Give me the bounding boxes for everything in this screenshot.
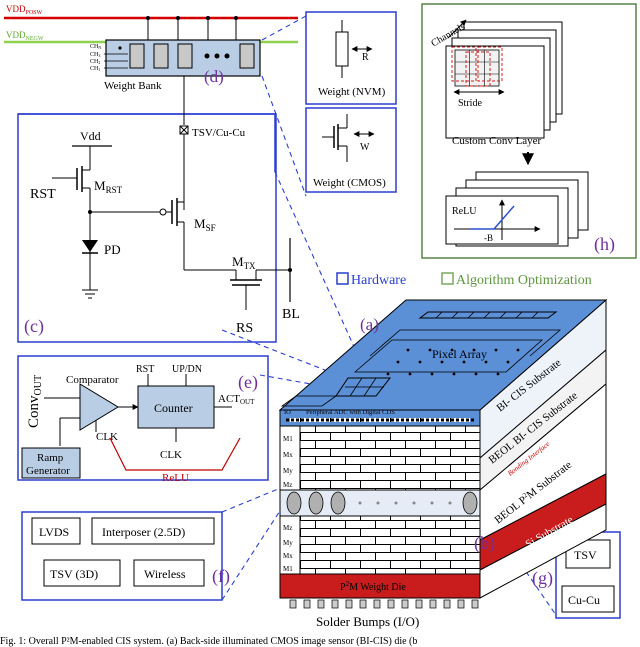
weight-cell [129, 43, 145, 69]
tag-e: (e) [238, 372, 258, 393]
lvds-label: LVDS [39, 525, 69, 539]
cmos-label: Weight (CMOS) [313, 177, 386, 189]
legend-algorithm: Algorithm Optimization [456, 273, 592, 288]
solder-bumps [289, 599, 479, 609]
pixel-dots [386, 348, 520, 376]
vdd-posw-label: VDDPOSW [6, 4, 43, 16]
bond-cucu-label: Cu-Cu [568, 593, 600, 607]
clk2-label: CLK [160, 449, 182, 461]
weight-nvm-box: R Weight (NVM) [305, 11, 397, 105]
tag-f: (f) [212, 566, 230, 587]
tsv-label: TSV/Cu-Cu [192, 127, 246, 139]
neg-b-label: -B [484, 233, 493, 243]
figure-caption: Fig. 1: Overall P²M-enabled CIS system. … [0, 636, 417, 647]
power-rails: VDDPOSW VDDNEGW [4, 4, 298, 44]
solder-label: Solder Bumps (I/O) [316, 614, 419, 629]
metal-label-bottom: Mx [283, 552, 293, 560]
tag-a: (a) [360, 315, 379, 334]
channel-label: CHN [90, 44, 101, 50]
channel-label: CH3 [90, 52, 100, 58]
m-sf-label: MSF [194, 216, 216, 233]
metal-label-bottom: My [283, 539, 293, 547]
m-tx-label: MTX [232, 254, 256, 271]
pixel-circuit: TSV/Cu-Cu Vdd RST MRST PD MSF [17, 76, 300, 343]
clk1-label: CLK [96, 431, 118, 443]
metal-label-bottom: M1 [283, 565, 293, 573]
bond-tsv-label: TSV [574, 548, 597, 562]
legend-algorithm-swatch [441, 272, 454, 285]
wireless-label: Wireless [144, 567, 186, 581]
metal-label-bottom: Mz [283, 524, 292, 532]
legend-hardware-swatch [336, 272, 349, 285]
relu-label: ReLU [452, 206, 477, 217]
weight-bank: CHN CH3 CH2 CH1 Weight Bank (d) [90, 16, 261, 92]
interposer-label: Interposer (2.5D) [102, 525, 185, 539]
tag-b: (b) [474, 533, 495, 554]
metal-label-top: Mx [283, 451, 293, 459]
weight-cell [239, 43, 255, 69]
conv-out-label: ConvOUT [26, 375, 44, 428]
pixel-array-label: Pixel Array [432, 347, 487, 361]
interfaces-panel: LVDS Interposer (2.5D) TSV (3D) Wireless… [21, 511, 230, 601]
adc-rst-label: RST [136, 364, 154, 375]
tag-g: (g) [532, 568, 553, 589]
adc-panel: ConvOUT Comparator CLK Counter RST UP/DN… [17, 355, 269, 484]
cmos-w-label: W [360, 142, 370, 153]
chip-stack: Pixel Array (a) Peripheral ADC with Digi… [278, 298, 608, 629]
weight-cell [177, 43, 193, 69]
vdd-negw-label: VDDNEGW [6, 30, 44, 42]
beol-p2m-front [279, 515, 481, 575]
bl-label: BL [282, 307, 300, 322]
ramp-label-1: Ramp [37, 452, 64, 464]
rst-label: RST [30, 187, 56, 202]
conv-layer-panel: Channels Stride Custom Conv Layer ReLU -… [421, 3, 637, 259]
metal-label-top: M1 [283, 435, 293, 443]
metal-label-top: Mz [283, 481, 292, 489]
weight-cmos-box: W Weight (CMOS) [305, 107, 397, 193]
weight-bank-label: Weight Bank [104, 80, 162, 92]
counter-label: Counter [154, 401, 193, 415]
tag-h: (h) [594, 234, 615, 255]
conv-kernel-grid [451, 46, 503, 87]
weight-die-label: P2M Weight Die [340, 580, 406, 593]
bond-pillars [286, 491, 478, 515]
peripheral-label: Peripheral ADC with Digital CDS [306, 409, 395, 416]
io-label: IO [284, 409, 291, 416]
weight-die-front [279, 573, 481, 599]
nvm-r-label: R [362, 52, 369, 63]
ramp-label-2: Generator [26, 465, 70, 477]
beol-bi-cis-front [279, 425, 481, 491]
pd-label: PD [104, 242, 121, 257]
metal-label-top: My [283, 467, 293, 475]
channel-label: CH2 [90, 59, 100, 65]
conv-layer-title: Custom Conv Layer [452, 135, 542, 147]
legend-hardware: Hardware [351, 273, 406, 288]
comparator-label: Comparator [66, 374, 119, 386]
nvm-label: Weight (NVM) [318, 86, 386, 98]
adc-relu-label: ReLU [162, 472, 189, 484]
vdd-label: Vdd [80, 129, 101, 143]
m-rst-label: MRST [94, 178, 123, 195]
tag-c: (c) [24, 316, 44, 337]
weight-cell [153, 43, 169, 69]
tag-d: (d) [204, 67, 224, 86]
channel-label: CH1 [90, 66, 100, 72]
updn-label: UP/DN [172, 364, 202, 375]
rs-label: RS [236, 321, 253, 336]
tsv3d-label: TSV (3D) [50, 567, 98, 581]
legend: Hardware Algorithm Optimization [336, 272, 592, 288]
act-out-label: ACTOUT [218, 393, 255, 406]
stride-label: Stride [458, 98, 482, 109]
